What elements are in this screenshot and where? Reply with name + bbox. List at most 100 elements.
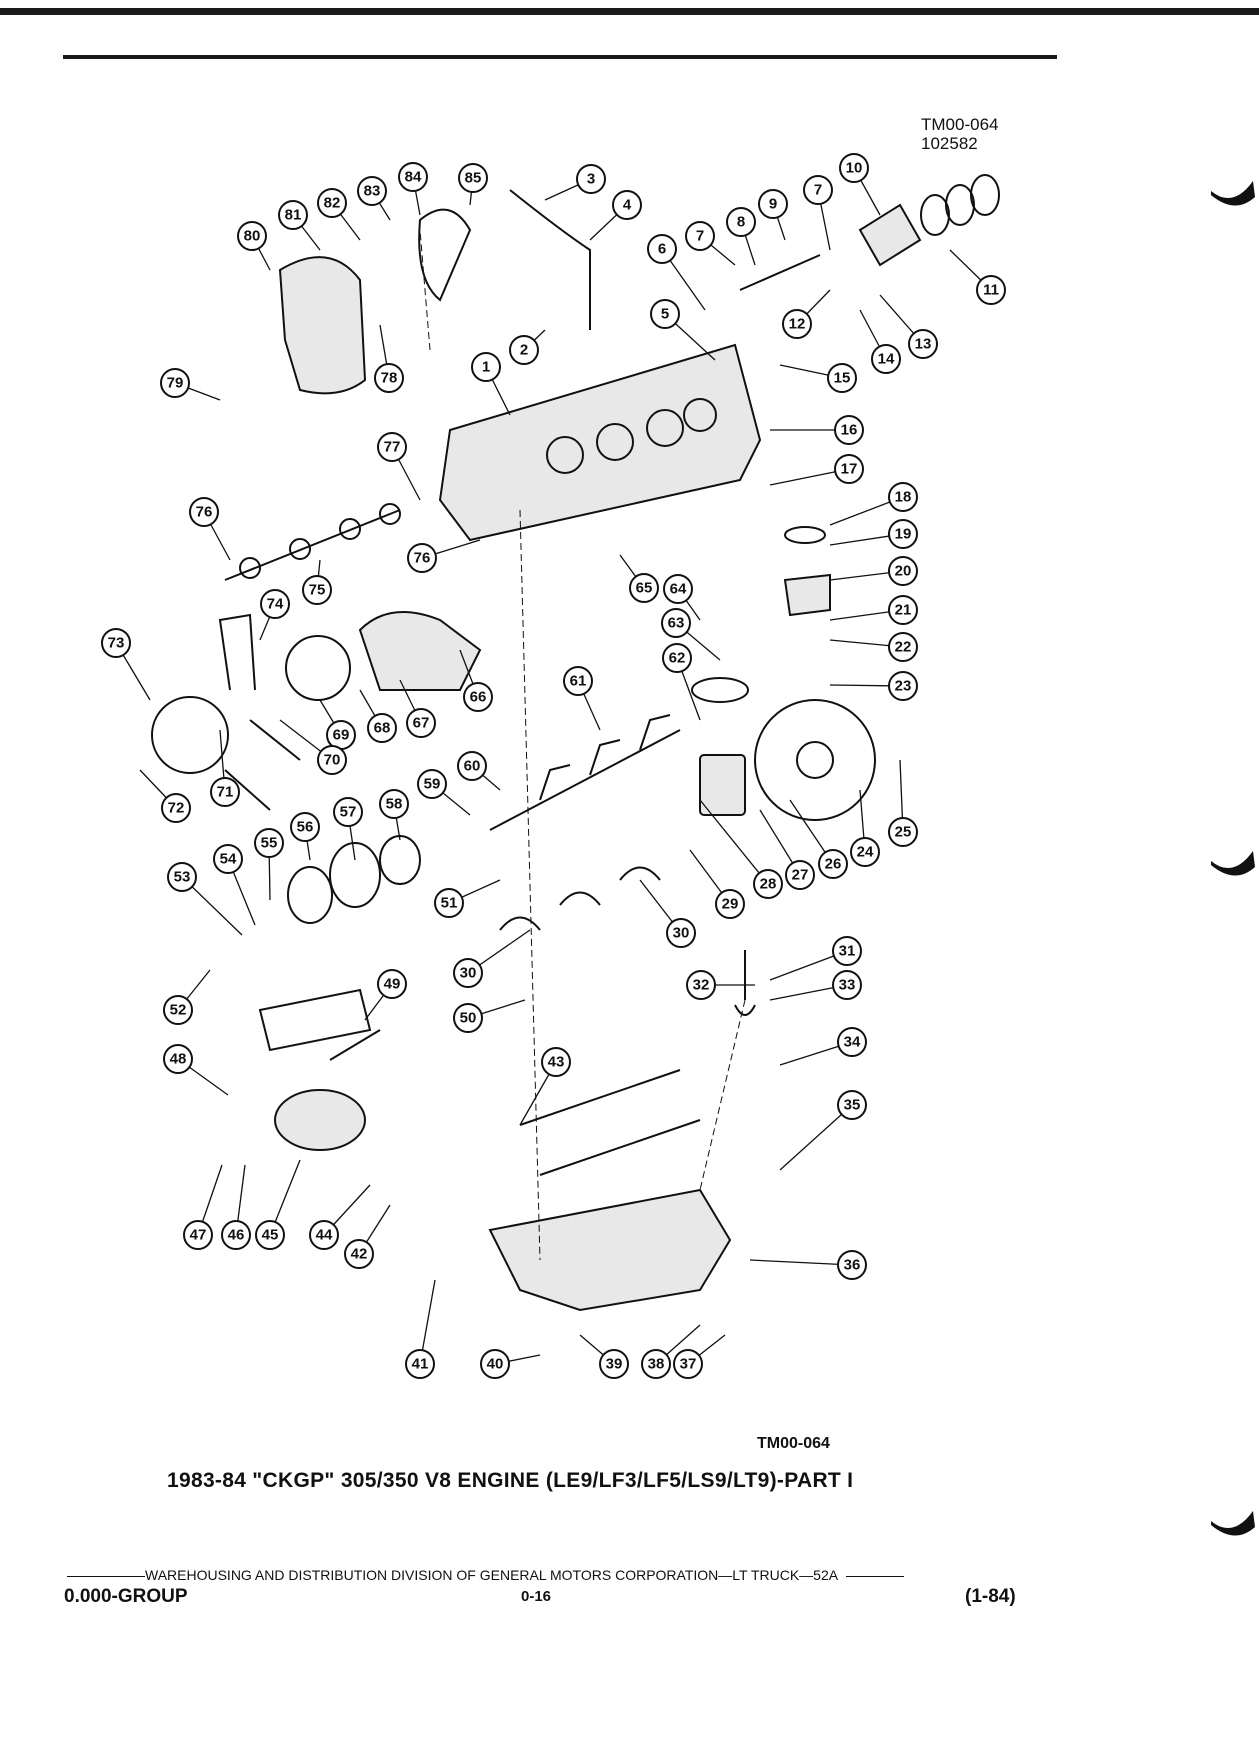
callout-79: 79 — [160, 368, 190, 398]
callout-number: 33 — [839, 977, 856, 994]
callout-number: 76 — [414, 550, 431, 567]
callout-number: 67 — [413, 715, 430, 732]
callout-39: 39 — [599, 1349, 629, 1379]
callout-number: 5 — [661, 306, 669, 323]
callout-34: 34 — [837, 1027, 867, 1057]
callout-57: 57 — [333, 797, 363, 827]
callout-number: 49 — [384, 976, 401, 993]
callout-number: 72 — [168, 800, 185, 817]
exploded-engine-diagram: 1234567789101112131415161718192021222324… — [101, 153, 1006, 1379]
main-bearing-caps — [499, 866, 661, 931]
callout-37: 37 — [673, 1349, 703, 1379]
callout-45: 45 — [255, 1220, 285, 1250]
dipstick — [509, 189, 591, 330]
figure-code: TM00-064 — [757, 1435, 830, 1452]
callout-85: 85 — [458, 163, 488, 193]
callout-leader — [699, 799, 769, 885]
callout-number: 30 — [673, 925, 690, 942]
callout-53: 53 — [167, 862, 197, 892]
callout-27: 27 — [785, 860, 815, 890]
callout-number: 73 — [108, 635, 125, 652]
starter-motor — [274, 1029, 381, 1151]
callout-number: 12 — [789, 316, 806, 333]
callout-1: 1 — [471, 352, 501, 382]
callout-70: 70 — [317, 745, 347, 775]
callout-26: 26 — [818, 849, 848, 879]
callout-16: 16 — [834, 415, 864, 445]
crankshaft — [489, 714, 681, 831]
callout-55: 55 — [254, 828, 284, 858]
callout-number: 68 — [374, 720, 391, 737]
callout-12: 12 — [782, 309, 812, 339]
callout-47: 47 — [183, 1220, 213, 1250]
callout-number: 78 — [381, 370, 398, 387]
callout-5: 5 — [650, 299, 680, 329]
callout-59: 59 — [417, 769, 447, 799]
callout-74: 74 — [260, 589, 290, 619]
callout-number: 77 — [384, 439, 401, 456]
callout-number: 29 — [722, 896, 739, 913]
water-pump — [285, 611, 482, 701]
callout-33: 33 — [832, 970, 862, 1000]
figure-ref-number: 102582 — [921, 134, 978, 153]
callout-82: 82 — [317, 188, 347, 218]
callout-number: 20 — [895, 563, 912, 580]
callout-76: 76 — [189, 497, 219, 527]
callout-number: 24 — [857, 844, 874, 861]
callout-number: 64 — [670, 581, 687, 598]
callout-number: 36 — [844, 1257, 861, 1274]
callout-29: 29 — [715, 889, 745, 919]
oil-pan-gaskets — [519, 1069, 701, 1176]
group-code: 0.000-GROUP — [64, 1586, 188, 1607]
callout-number: 44 — [316, 1227, 333, 1244]
callout-number: 21 — [895, 602, 912, 619]
callout-number: 34 — [844, 1034, 861, 1051]
callout-number: 39 — [606, 1356, 623, 1373]
callout-number: 66 — [470, 689, 487, 706]
callout-number: 13 — [915, 336, 932, 353]
callout-54: 54 — [213, 844, 243, 874]
callout-number: 46 — [228, 1227, 245, 1244]
callout-number: 69 — [333, 727, 350, 744]
timing-chain — [418, 208, 472, 302]
callout-11: 11 — [976, 275, 1006, 305]
callout-number: 61 — [570, 673, 587, 690]
camshaft — [224, 503, 401, 581]
callout-number: 26 — [825, 856, 842, 873]
callout-22: 22 — [888, 632, 918, 662]
callout-number: 84 — [405, 169, 422, 186]
callout-48: 48 — [163, 1044, 193, 1074]
callout-number: 60 — [464, 758, 481, 775]
callout-44: 44 — [309, 1220, 339, 1250]
callout-leader — [779, 1104, 853, 1171]
callout-18: 18 — [888, 482, 918, 512]
callout-number: 53 — [174, 869, 191, 886]
callout-number: 8 — [737, 214, 745, 231]
callout-62: 62 — [662, 643, 692, 673]
callout-number: 70 — [324, 752, 341, 769]
flywheel — [754, 699, 876, 821]
callout-43: 43 — [541, 1047, 571, 1077]
callout-28: 28 — [753, 869, 783, 899]
callout-9: 9 — [758, 189, 788, 219]
footer-division-line: WAREHOUSING AND DISTRIBUTION DIVISION OF… — [67, 1567, 1023, 1583]
callout-13: 13 — [908, 329, 938, 359]
callout-75: 75 — [302, 575, 332, 605]
callout-number: 3 — [587, 171, 595, 188]
callout-number: 42 — [351, 1246, 368, 1263]
callout-number: 17 — [841, 461, 858, 478]
callout-number: 51 — [441, 895, 458, 912]
callout-14: 14 — [871, 344, 901, 374]
top-scan-edge — [0, 8, 1259, 15]
callout-68: 68 — [367, 713, 397, 743]
callout-25: 25 — [888, 817, 918, 847]
callout-number: 27 — [792, 867, 809, 884]
callout-number: 28 — [760, 876, 777, 893]
callout-number: 10 — [846, 160, 863, 177]
callout-number: 63 — [668, 615, 685, 632]
callout-number: 62 — [669, 650, 686, 667]
callout-72: 72 — [161, 793, 191, 823]
callout-3: 3 — [576, 164, 606, 194]
callout-83: 83 — [357, 176, 387, 206]
callout-number: 9 — [769, 196, 777, 213]
